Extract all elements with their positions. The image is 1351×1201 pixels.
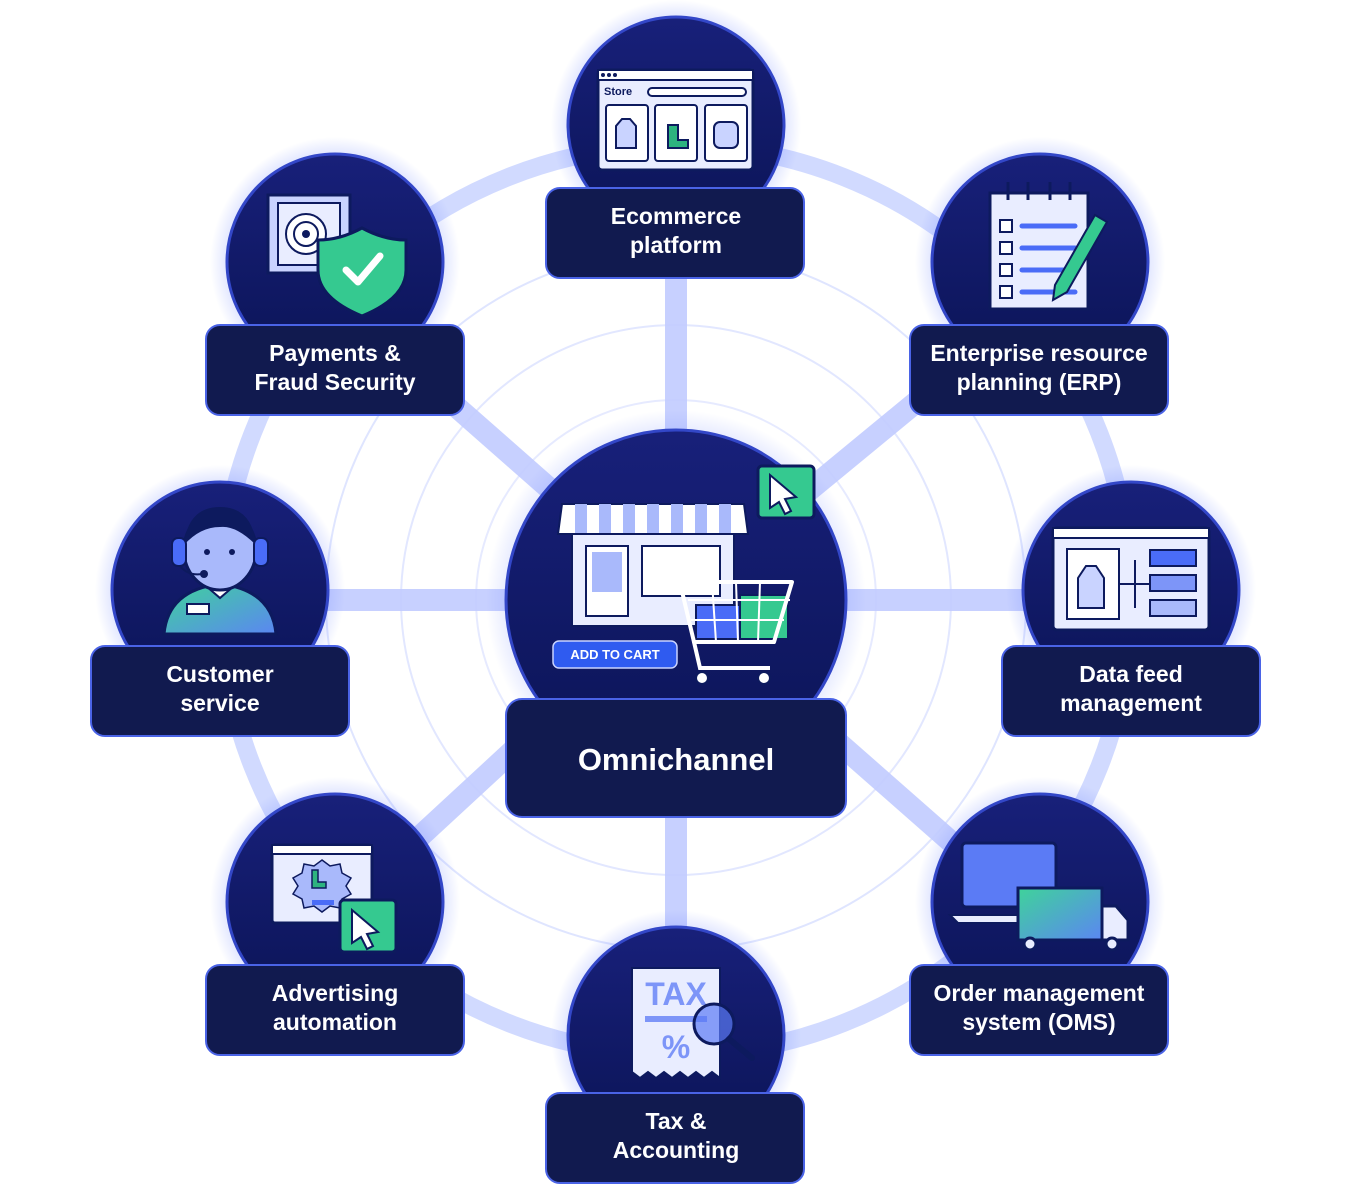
label-line1: Data feed [1079, 661, 1183, 687]
ad-click-icon [270, 843, 398, 954]
label-line2: automation [273, 1009, 397, 1035]
product-feed-icon [1051, 526, 1211, 632]
label-line1: Enterprise resource [930, 340, 1147, 366]
node-ecommerce: Store Ecommerce platform [545, 0, 805, 279]
node-payments: Payments & Fraud Security [205, 137, 465, 416]
label-line1: Order management [934, 980, 1145, 1006]
label-line2: system (OMS) [962, 1009, 1115, 1035]
node-tax: TAX % Tax & Accounting [545, 910, 805, 1184]
label-line1: Tax & [646, 1108, 707, 1134]
svg-text:Store: Store [604, 86, 632, 98]
svg-text:%: % [662, 1029, 690, 1065]
node-service: Customer service [90, 465, 350, 737]
safe-shield-icon [266, 193, 408, 318]
checklist-pencil-icon [988, 182, 1109, 311]
node-datafeed: Data feed management [1001, 465, 1261, 737]
svg-text:TAX: TAX [645, 976, 707, 1012]
label-line2: service [180, 690, 259, 716]
label-line2: management [1060, 690, 1202, 716]
add-to-cart-button[interactable]: ADD TO CART [552, 640, 678, 669]
node-ads: Advertising automation [205, 777, 465, 1056]
label-line1: Payments & [269, 340, 401, 366]
label-line1: Customer [166, 661, 273, 687]
storefront-cart-icon [556, 464, 816, 685]
node-oms: Order management system (OMS) [909, 777, 1169, 1056]
label-line1: Ecommerce [611, 203, 741, 229]
laptop-truck-icon [947, 841, 1130, 952]
storefront-window-icon: Store [596, 68, 755, 172]
label-line2: platform [630, 232, 722, 258]
node-erp: Enterprise resource planning (ERP) [909, 137, 1169, 416]
center-title: Omnichannel [578, 742, 774, 777]
add-to-cart-label: ADD TO CART [570, 647, 659, 662]
label-line2: Fraud Security [254, 369, 415, 395]
label-line1: Advertising [272, 980, 399, 1006]
center-hub: ADD TO CART Omnichannel [486, 410, 866, 818]
tax-receipt-icon: TAX % [631, 967, 755, 1080]
label-line2: planning (ERP) [957, 369, 1122, 395]
label-line2: Accounting [613, 1137, 740, 1163]
support-agent-icon [162, 507, 278, 636]
